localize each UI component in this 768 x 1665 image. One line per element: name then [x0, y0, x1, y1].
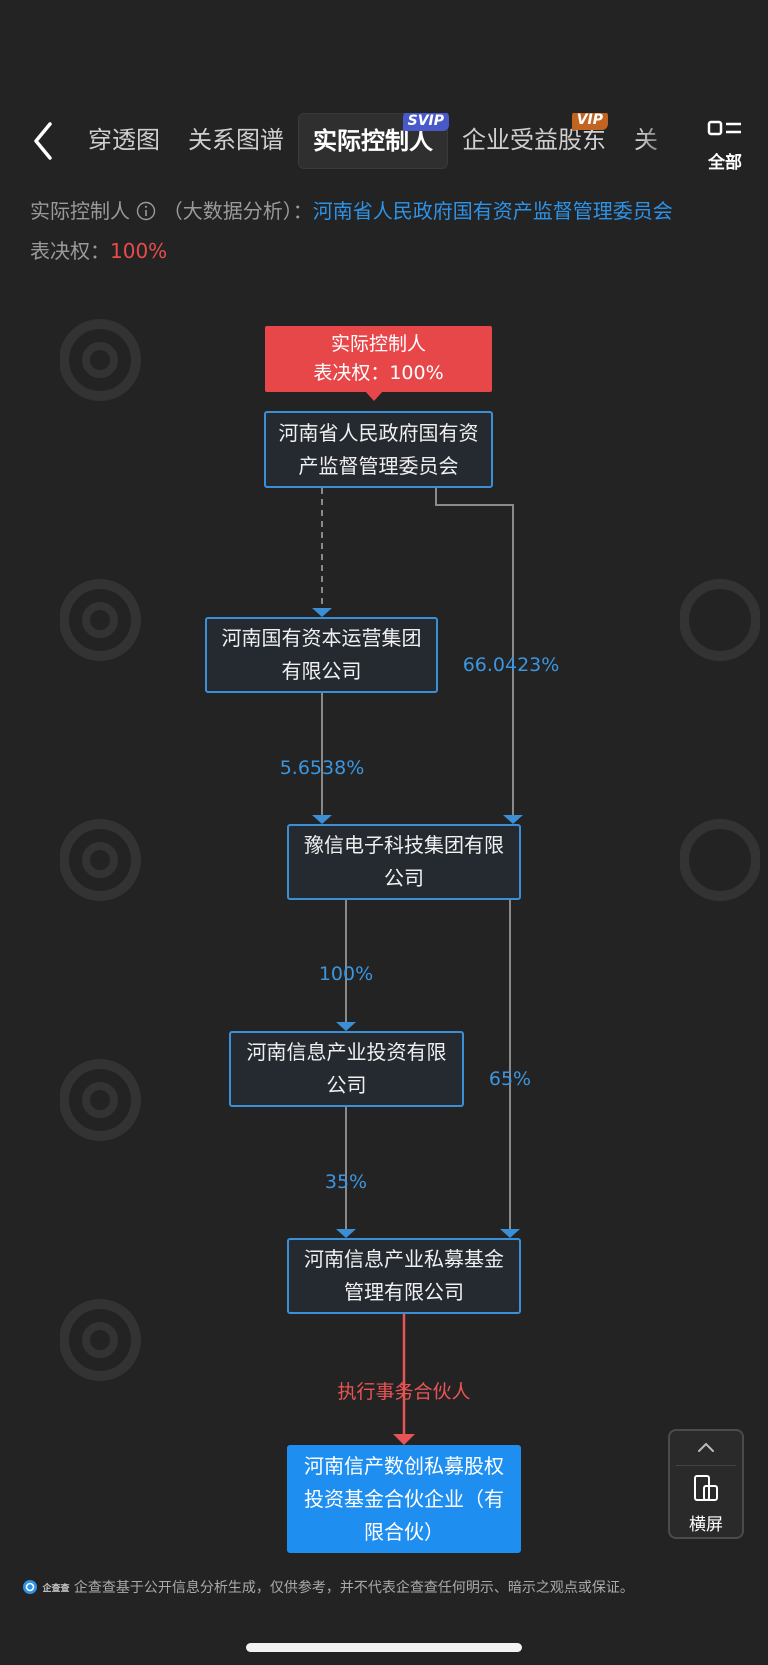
company-node-henan-info-investment[interactable]: 河南信息产业投资有限公司: [229, 1031, 464, 1107]
tab-bar: 穿透图关系图谱实际控制人SVIP企业受益股东VIP关: [88, 113, 680, 169]
company-node-yuxin-electronics[interactable]: 豫信电子科技集团有限公司: [287, 824, 521, 900]
company-node-henan-sasac[interactable]: 河南省人民政府国有资产监督管理委员会: [264, 411, 493, 488]
controller-tag-title: 实际控制人: [330, 333, 426, 355]
actual-controller-tag: 实际控制人 表决权：100%: [265, 326, 492, 401]
arrow-n1-n2: [312, 608, 332, 617]
edge-label-n2-n3: 5.6538%: [279, 757, 365, 779]
edge-label-n3-n5: 65%: [488, 1068, 532, 1090]
controller-label: 实际控制人: [30, 199, 130, 223]
all-tabs-button[interactable]: 全部: [700, 120, 750, 173]
analysis-label: （大数据分析）：: [162, 199, 313, 223]
disclaimer-text: 企查查基于公开信息分析生成，仅供参考，并不代表企查查任何明示、暗示之观点或保证。: [73, 1580, 634, 1596]
voting-value: 100%: [110, 239, 168, 263]
company-node-target-partnership[interactable]: 河南信产数创私募股权投资基金合伙企业（有限合伙）: [287, 1445, 521, 1553]
arrow-n5-n6: [393, 1434, 415, 1445]
tab-penetration[interactable]: 穿透图: [88, 126, 160, 154]
edge-n1-n3: [435, 488, 514, 815]
arrow-n1-n3: [503, 815, 523, 824]
svip-badge: SVIP: [402, 113, 449, 131]
edge-label-executive-partner: 执行事务合伙人: [337, 1381, 471, 1403]
arrow-n3-n5: [500, 1229, 520, 1238]
controller-info-line: 实际控制人 （大数据分析）：河南省人民政府国有资产监督管理委员会: [30, 195, 673, 224]
info-icon[interactable]: [136, 201, 156, 221]
qichacha-logo-icon: [23, 1580, 37, 1594]
chevron-up-icon[interactable]: [686, 1435, 726, 1461]
arrow-n2-n3: [312, 815, 332, 824]
controller-name-link[interactable]: 河南省人民政府国有资产监督管理委员会: [312, 199, 673, 223]
company-node-henan-state-capital[interactable]: 河南国有资本运营集团有限公司: [205, 617, 438, 693]
chevron-left-icon: [34, 122, 52, 160]
disclaimer: 企查查 企查查基于公开信息分析生成，仅供参考，并不代表企查查任何明示、暗示之观点…: [22, 1577, 634, 1597]
edge-label-n3-n4: 100%: [318, 963, 374, 985]
footer-logo-text: 企查查: [42, 1584, 70, 1594]
landscape-divider: [676, 1465, 736, 1466]
landscape-label: 横屏: [689, 1515, 723, 1535]
tabs-fade: [640, 113, 680, 169]
arrow-n3-n4: [336, 1022, 356, 1031]
voting-label: 表决权：: [30, 239, 110, 263]
list-icon: [707, 120, 741, 136]
rotate-screen-icon: [694, 1475, 718, 1501]
voting-info-line: 表决权：100%: [30, 235, 167, 264]
arrow-n4-n5: [336, 1229, 356, 1238]
edge-label-n1-n3: 66.0423%: [462, 654, 560, 676]
all-tabs-label: 全部: [708, 153, 742, 173]
controller-tag-voting: 表决权：100%: [313, 362, 444, 384]
home-indicator[interactable]: [246, 1643, 522, 1652]
landscape-button[interactable]: 横屏: [668, 1429, 744, 1539]
edge-label-n4-n5: 35%: [324, 1171, 368, 1193]
vip-badge: VIP: [571, 113, 608, 130]
back-button[interactable]: [26, 116, 62, 166]
company-node-henan-private-fund-mgmt[interactable]: 河南信息产业私募基金管理有限公司: [287, 1238, 521, 1314]
tab-relation-graph[interactable]: 关系图谱: [188, 126, 284, 154]
